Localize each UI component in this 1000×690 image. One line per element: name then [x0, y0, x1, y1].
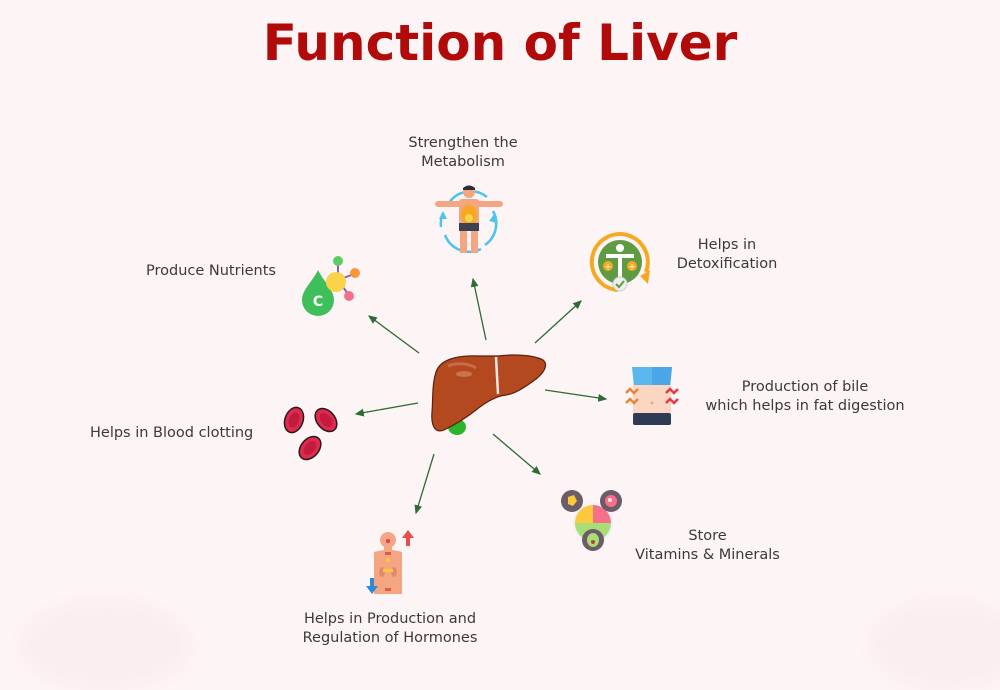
- arrow-to-detox: [534, 300, 582, 344]
- arrow-to-hormones: [414, 453, 435, 515]
- svg-text:C: C: [313, 294, 323, 310]
- label-detox-line1: Helps in: [697, 237, 757, 253]
- arrows-layer: [354, 277, 608, 515]
- label-store: Store Vitamins & Minerals: [620, 527, 795, 565]
- red-blood-cells-icon: [283, 406, 338, 461]
- arrow-to-metabolism: [470, 277, 487, 341]
- svg-text:+: +: [628, 263, 636, 273]
- arrow-to-store: [492, 433, 541, 475]
- label-detox: Helps in Detoxification: [662, 236, 792, 274]
- label-store-line2: Vitamins & Minerals: [635, 547, 780, 563]
- hormones-body-icon: [366, 530, 414, 594]
- label-bile: Production of bile which helps in fat di…: [695, 378, 915, 416]
- label-hormones-line2: Regulation of Hormones: [302, 630, 478, 646]
- detox-icon: + +: [589, 232, 650, 292]
- arrow-to-bile: [544, 389, 608, 402]
- liver-icon: [431, 354, 547, 435]
- label-hormones: Helps in Production and Regulation of Ho…: [285, 610, 495, 648]
- arrow-to-clotting: [354, 402, 419, 417]
- vitamins-minerals-icon: [561, 490, 622, 551]
- stomach-digestion-icon: [625, 367, 679, 425]
- label-metabolism-line2: Metabolism: [421, 154, 505, 170]
- vitamin-c-drop-icon: C: [302, 256, 360, 316]
- label-nutrients: Produce Nutrients: [146, 263, 276, 279]
- label-bile-line1: Production of bile: [741, 379, 869, 395]
- label-hormones-line1: Helps in Production and: [303, 611, 477, 627]
- label-metabolism-line1: Strengthen the: [408, 135, 518, 151]
- label-clotting: Helps in Blood clotting: [90, 425, 254, 441]
- label-bile-line2: which helps in fat digestion: [705, 398, 905, 414]
- svg-text:+: +: [604, 263, 612, 273]
- page-title: Function of Liver: [262, 14, 738, 72]
- arrow-to-nutrients: [367, 315, 420, 354]
- label-detox-line2: Detoxification: [676, 256, 778, 272]
- label-store-line1: Store: [688, 528, 727, 544]
- label-metabolism: Strengthen the Metabolism: [393, 134, 533, 172]
- metabolism-body-icon: [435, 185, 503, 254]
